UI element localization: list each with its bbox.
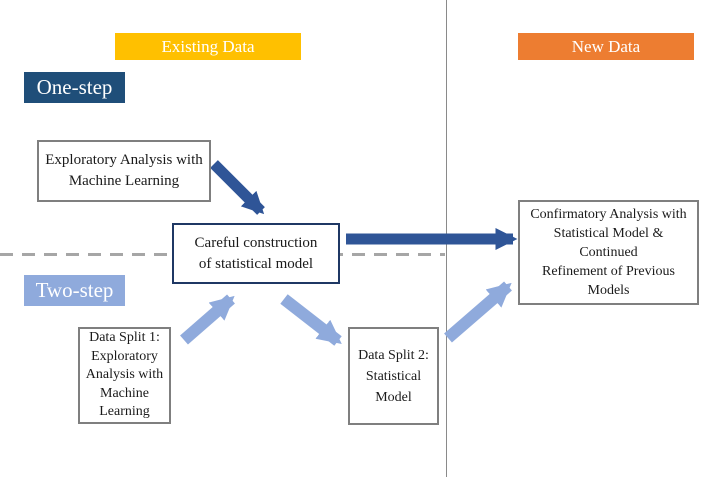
existing-data-banner: Existing Data — [115, 33, 301, 60]
box-text-line: Careful construction — [194, 234, 318, 251]
box-text-line: Data Split 1: — [89, 330, 160, 346]
box-text-line: Statistical — [365, 368, 422, 384]
box-text-line: Machine — [100, 385, 149, 401]
one-step-label: One-step — [24, 72, 125, 103]
two-step-label: Two-step — [24, 275, 125, 306]
arrow-datasplit1-to-careful — [180, 294, 235, 345]
box-text-line: Model — [375, 389, 412, 405]
box-text-line: Data Split 2: — [358, 347, 429, 363]
exploratory-analysis-box: Exploratory Analysis with Machine Learni… — [37, 140, 211, 202]
careful-construction-box: Careful construction of statistical mode… — [172, 223, 340, 284]
confirmatory-analysis-box: Confirmatory Analysis with Statistical M… — [518, 200, 699, 305]
data-split-2-box: Data Split 2: Statistical Model — [348, 327, 439, 425]
data-split-1-box: Data Split 1: Exploratory Analysis with … — [78, 327, 171, 424]
box-text-line: Learning — [99, 404, 150, 420]
box-text-line: Confirmatory Analysis with — [530, 207, 687, 222]
arrow-exploratory-to-careful — [210, 160, 265, 215]
box-text-line: Machine Learning — [68, 173, 180, 189]
box-text-line: Refinement of Previous — [542, 264, 675, 279]
box-text-line: Analysis with — [85, 367, 164, 383]
box-text-line: Statistical Model & — [553, 226, 664, 241]
box-text-line: Models — [587, 283, 630, 298]
new-data-banner: New Data — [518, 33, 694, 60]
arrow-careful-to-datasplit2 — [280, 294, 342, 346]
box-text-line: Exploratory Analysis with — [45, 152, 203, 168]
existing-new-divider-line — [446, 0, 447, 477]
box-text-line: Continued — [579, 245, 638, 260]
box-text-line: of statistical model — [198, 255, 314, 272]
arrow-datasplit2-to-confirmatory — [444, 281, 512, 343]
box-text-line: Exploratory — [91, 348, 158, 364]
